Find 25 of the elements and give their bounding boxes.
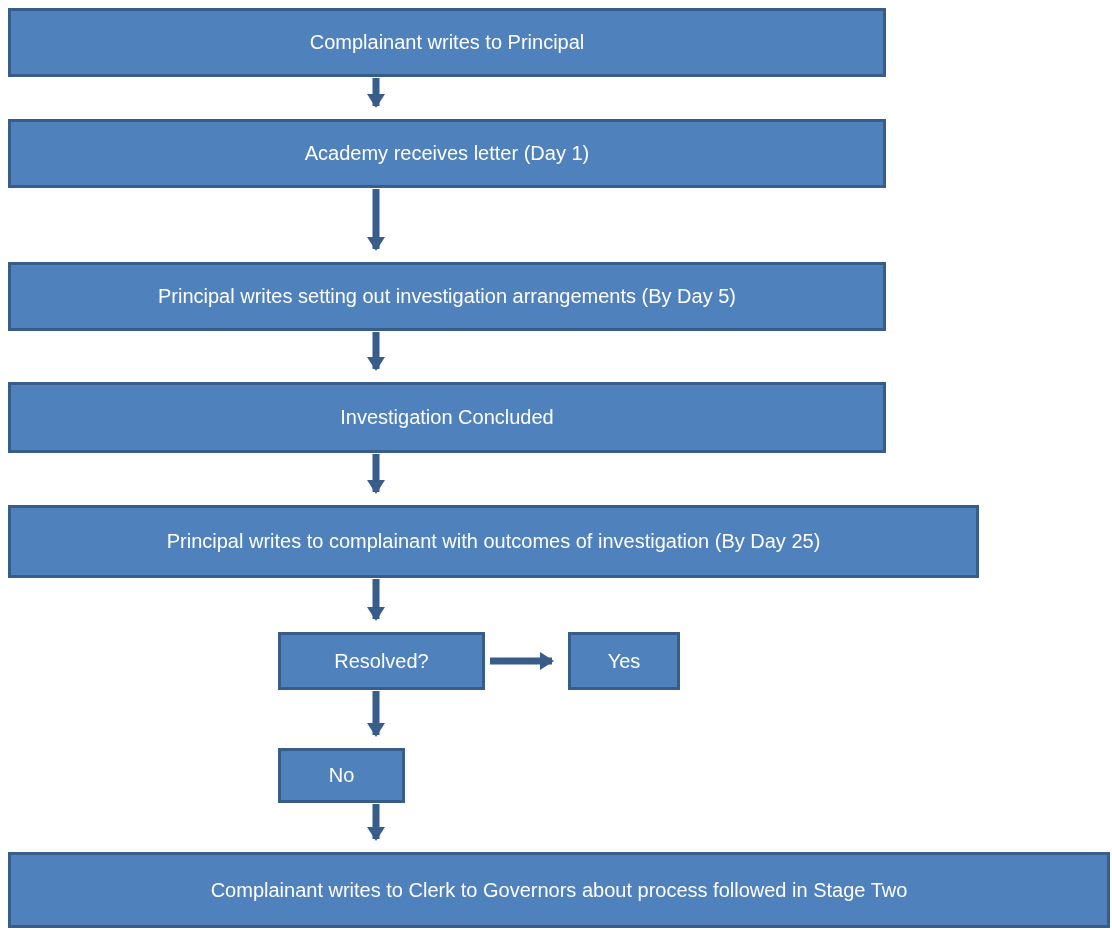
process-box (8, 262, 886, 331)
arrow (367, 804, 385, 841)
box-label: Academy receives letter (Day 1) (304, 142, 590, 165)
arrow (367, 579, 385, 621)
box-label: Yes (607, 649, 641, 673)
arrow (367, 454, 385, 494)
box-label: Principal writes setting out investigation arrangements (By Day 5) (157, 285, 736, 308)
arrow (367, 332, 385, 371)
process-box (568, 632, 680, 690)
box-label: Investigation Concluded (340, 406, 554, 429)
process-box (8, 119, 886, 188)
process-box (8, 852, 1110, 928)
process-box (278, 748, 405, 803)
box-label: Complainant writes to Principal (309, 31, 585, 54)
box-label: Resolved? (334, 649, 429, 673)
process-box (8, 382, 886, 453)
arrow (367, 78, 385, 108)
box-label: No (328, 764, 355, 787)
box-label: Complainant writes to Clerk to Governors about process followed in Stage Two (210, 878, 908, 902)
arrow (367, 691, 385, 737)
process-box (8, 8, 886, 77)
arrow (367, 189, 385, 251)
process-box (278, 632, 485, 690)
process-box (8, 505, 979, 578)
box-label: Principal writes to complainant with outcomes of investigation (By Day 25) (166, 530, 821, 553)
